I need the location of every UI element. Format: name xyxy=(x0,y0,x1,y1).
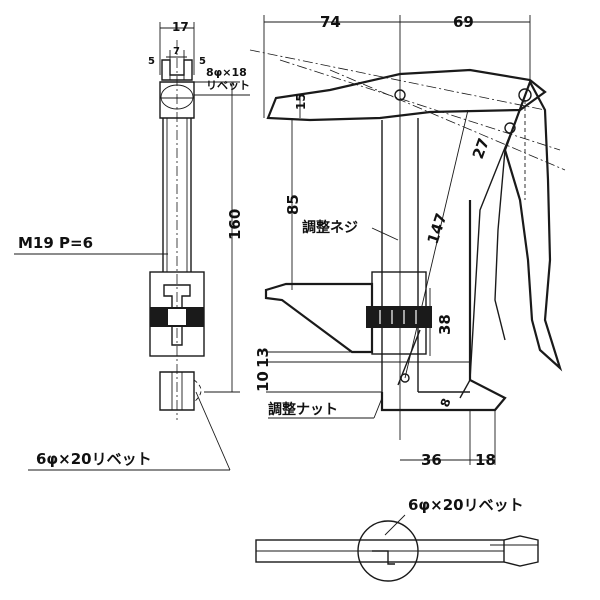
side-view: 74 69 15 27 85 調整ネジ 147 xyxy=(249,13,566,469)
dim-10-text: 10 xyxy=(254,371,272,392)
dim-left-5: 5 xyxy=(148,56,155,67)
side-nut-band xyxy=(366,306,432,328)
upper-jaw xyxy=(266,68,547,122)
dim-right-5: 5 xyxy=(199,56,206,67)
adjust-screw-leader xyxy=(371,227,399,241)
adjust-screw-label: 調整ネジ xyxy=(302,219,358,236)
lever-handle xyxy=(503,79,563,372)
dim-8-text: 8 xyxy=(438,396,454,409)
dim-38-text: 38 xyxy=(436,314,454,335)
front-rivet-circle xyxy=(160,84,194,110)
thread-spec: M19 P=6 xyxy=(18,234,93,252)
bottom-handle-end xyxy=(503,535,539,567)
adjust-nut-leader xyxy=(373,397,383,419)
bottom-rivet-circle xyxy=(357,520,419,582)
phantom-line-2 xyxy=(279,59,561,151)
adjust-nut-label: 調整ナット xyxy=(268,401,338,418)
dim-147-text: 147 xyxy=(424,211,451,246)
rivet-bottom-leader xyxy=(384,514,406,536)
front-lower-slot xyxy=(163,284,191,346)
dim-36-text: 36 xyxy=(421,451,442,469)
dim-69-text: 69 xyxy=(453,13,474,31)
bottom-rivet-detail xyxy=(372,550,395,565)
front-head-top xyxy=(161,59,193,81)
handle-link xyxy=(459,109,521,399)
front-foot-arc xyxy=(193,379,202,403)
handle-link-inner xyxy=(494,149,506,341)
dim-27-text: 27 xyxy=(469,136,493,162)
dim-slot-7: 7 xyxy=(173,46,180,57)
rivet-left-text: 6φ×20リベット xyxy=(36,450,152,468)
dim-160-text: 160 xyxy=(226,209,244,240)
dim-17-text: 17 xyxy=(172,20,189,34)
dim-147-line xyxy=(404,109,469,379)
frame-body xyxy=(380,200,507,412)
front-nut-gap xyxy=(168,309,186,325)
dim-15-text: 15 xyxy=(294,93,308,110)
front-view: 17 5 7 5 M19 P=6 8φ×18 リベット xyxy=(14,20,250,471)
rivet-top-word: リベット xyxy=(206,79,250,92)
dim-18-text: 18 xyxy=(475,451,496,469)
dim-13-text: 13 xyxy=(254,347,272,368)
dim-85-text: 85 xyxy=(284,194,302,215)
lower-jaw xyxy=(264,282,374,354)
rivet-left-leader xyxy=(195,391,231,471)
front-foot xyxy=(159,371,195,411)
phantom-line-3 xyxy=(329,69,566,171)
frame-diag xyxy=(397,329,421,386)
rivet-bottom-text: 6φ×20リベット xyxy=(408,496,524,514)
dim-74-text: 74 xyxy=(320,13,341,31)
rivet-top-spec: 8φ×18 xyxy=(206,66,247,79)
handle-pivot-mid xyxy=(504,122,516,134)
bottom-view: 6φ×20リベット xyxy=(255,496,539,582)
phantom-line-1 xyxy=(249,49,546,111)
front-head-body xyxy=(159,81,195,119)
